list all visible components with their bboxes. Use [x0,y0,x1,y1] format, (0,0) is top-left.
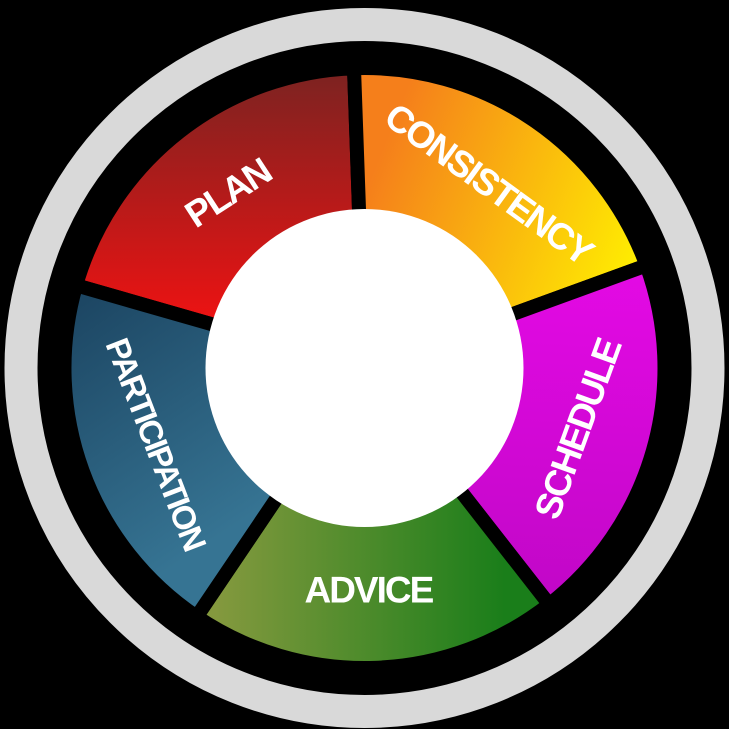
outer-ring [4,8,725,728]
segment-label-advice: ADVICE [304,570,433,611]
center-circle [205,209,524,527]
